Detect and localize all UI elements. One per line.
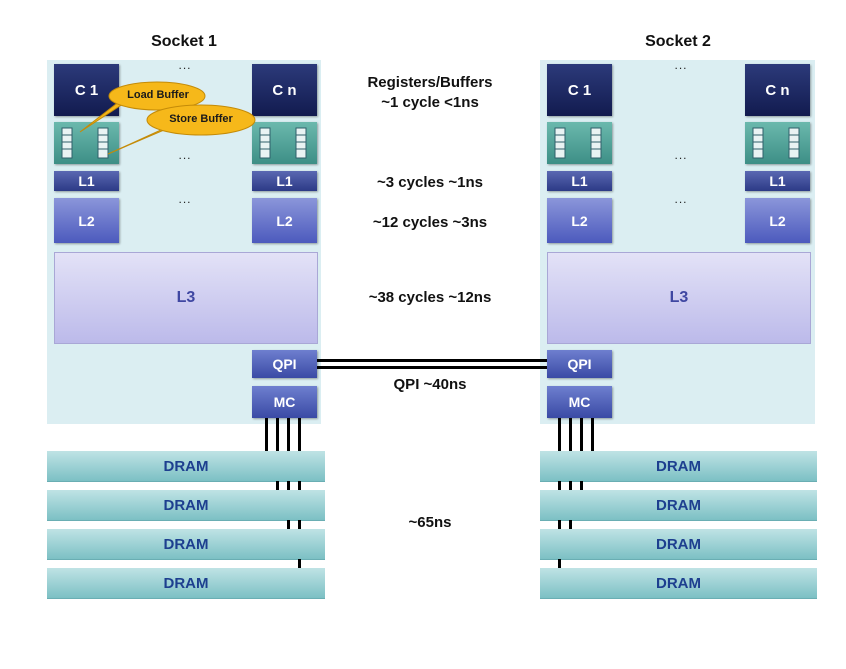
memory-channel: [287, 418, 290, 456]
socket-1-title: Socket 1: [151, 33, 217, 50]
memory-channel: [569, 481, 572, 490]
buffer-callouts: [79, 81, 256, 155]
dram-module: DRAM: [47, 451, 325, 482]
core-c1-buffers: [547, 122, 612, 164]
memory-channel: [591, 418, 594, 456]
l1-cache-cn: L1: [252, 171, 317, 191]
dram-latency: ~65ns: [408, 514, 452, 531]
load-buffer-label: Load Buffer: [127, 89, 189, 101]
core-cn: C n: [745, 64, 810, 116]
core-ellipsis: ...: [674, 58, 688, 72]
memory-channel: [580, 481, 583, 490]
memory-channel: [580, 418, 583, 456]
registers-latency-title: Registers/Buffers: [367, 74, 493, 91]
dram-module: DRAM: [47, 490, 325, 521]
memory-channel: [287, 520, 290, 529]
memory-channel: [298, 559, 301, 568]
qpi-link: QPI: [547, 350, 612, 378]
qpi-interconnect: [317, 359, 547, 362]
core-c1-buffers: [54, 122, 119, 164]
core-c1: C 1: [547, 64, 612, 116]
memory-channel: [265, 418, 268, 456]
store-buffer-callout: [146, 104, 256, 136]
l2-ellipsis: ...: [674, 192, 688, 206]
l2-cache-c1: L2: [54, 198, 119, 243]
core-cn-buffers: [745, 122, 810, 164]
memory-channel: [298, 418, 301, 456]
l2-cache-cn: L2: [252, 198, 317, 243]
l3-latency: ~38 cycles ~12ns: [368, 289, 492, 306]
memory-channel: [298, 481, 301, 490]
buffer-queues-icon: [259, 127, 307, 159]
dram-module: DRAM: [540, 568, 817, 599]
l2-latency: ~12 cycles ~3ns: [372, 214, 488, 231]
l1-cache-c1: L1: [54, 171, 119, 191]
memory-channel: [558, 520, 561, 529]
core-c1: C 1: [54, 64, 119, 116]
core-cn: C n: [252, 64, 317, 116]
memory-controller: MC: [547, 386, 612, 418]
store-buffer-label: Store Buffer: [169, 113, 233, 125]
qpi-link: QPI: [252, 350, 317, 378]
memory-channel: [276, 481, 279, 490]
buffer-ellipsis: ...: [178, 148, 192, 162]
core-cn-buffers: [252, 122, 317, 164]
load-buffer-callout: [108, 81, 206, 111]
buffer-queues-icon: [752, 127, 800, 159]
dram-module: DRAM: [540, 451, 817, 482]
l1-cache-c1: L1: [547, 171, 612, 191]
l1-cache-cn: L1: [745, 171, 810, 191]
memory-channel: [569, 418, 572, 456]
dram-module: DRAM: [540, 490, 817, 521]
dram-module: DRAM: [47, 568, 325, 599]
memory-channel: [276, 418, 279, 456]
memory-channel: [298, 520, 301, 529]
qpi-interconnect: [317, 366, 547, 369]
qpi-latency: QPI ~40ns: [393, 376, 467, 393]
registers-latency: ~1 cycle <1ns: [381, 94, 479, 111]
memory-controller: MC: [252, 386, 317, 418]
l3-cache: L3: [54, 252, 318, 344]
l2-cache-cn: L2: [745, 198, 810, 243]
buffer-queues-icon: [61, 127, 109, 159]
buffer-queues-icon: [554, 127, 602, 159]
l2-ellipsis: ...: [178, 192, 192, 206]
memory-channel: [558, 418, 561, 456]
l3-cache: L3: [547, 252, 811, 344]
memory-channel: [558, 481, 561, 490]
buffer-ellipsis: ...: [674, 148, 688, 162]
socket-2-title: Socket 2: [645, 33, 711, 50]
dram-module: DRAM: [540, 529, 817, 560]
dram-module: DRAM: [47, 529, 325, 560]
memory-channel: [569, 520, 572, 529]
core-ellipsis: ...: [178, 58, 192, 72]
memory-channel: [287, 481, 290, 490]
memory-channel: [558, 559, 561, 568]
l1-latency: ~3 cycles ~1ns: [377, 174, 483, 191]
l2-cache-c1: L2: [547, 198, 612, 243]
